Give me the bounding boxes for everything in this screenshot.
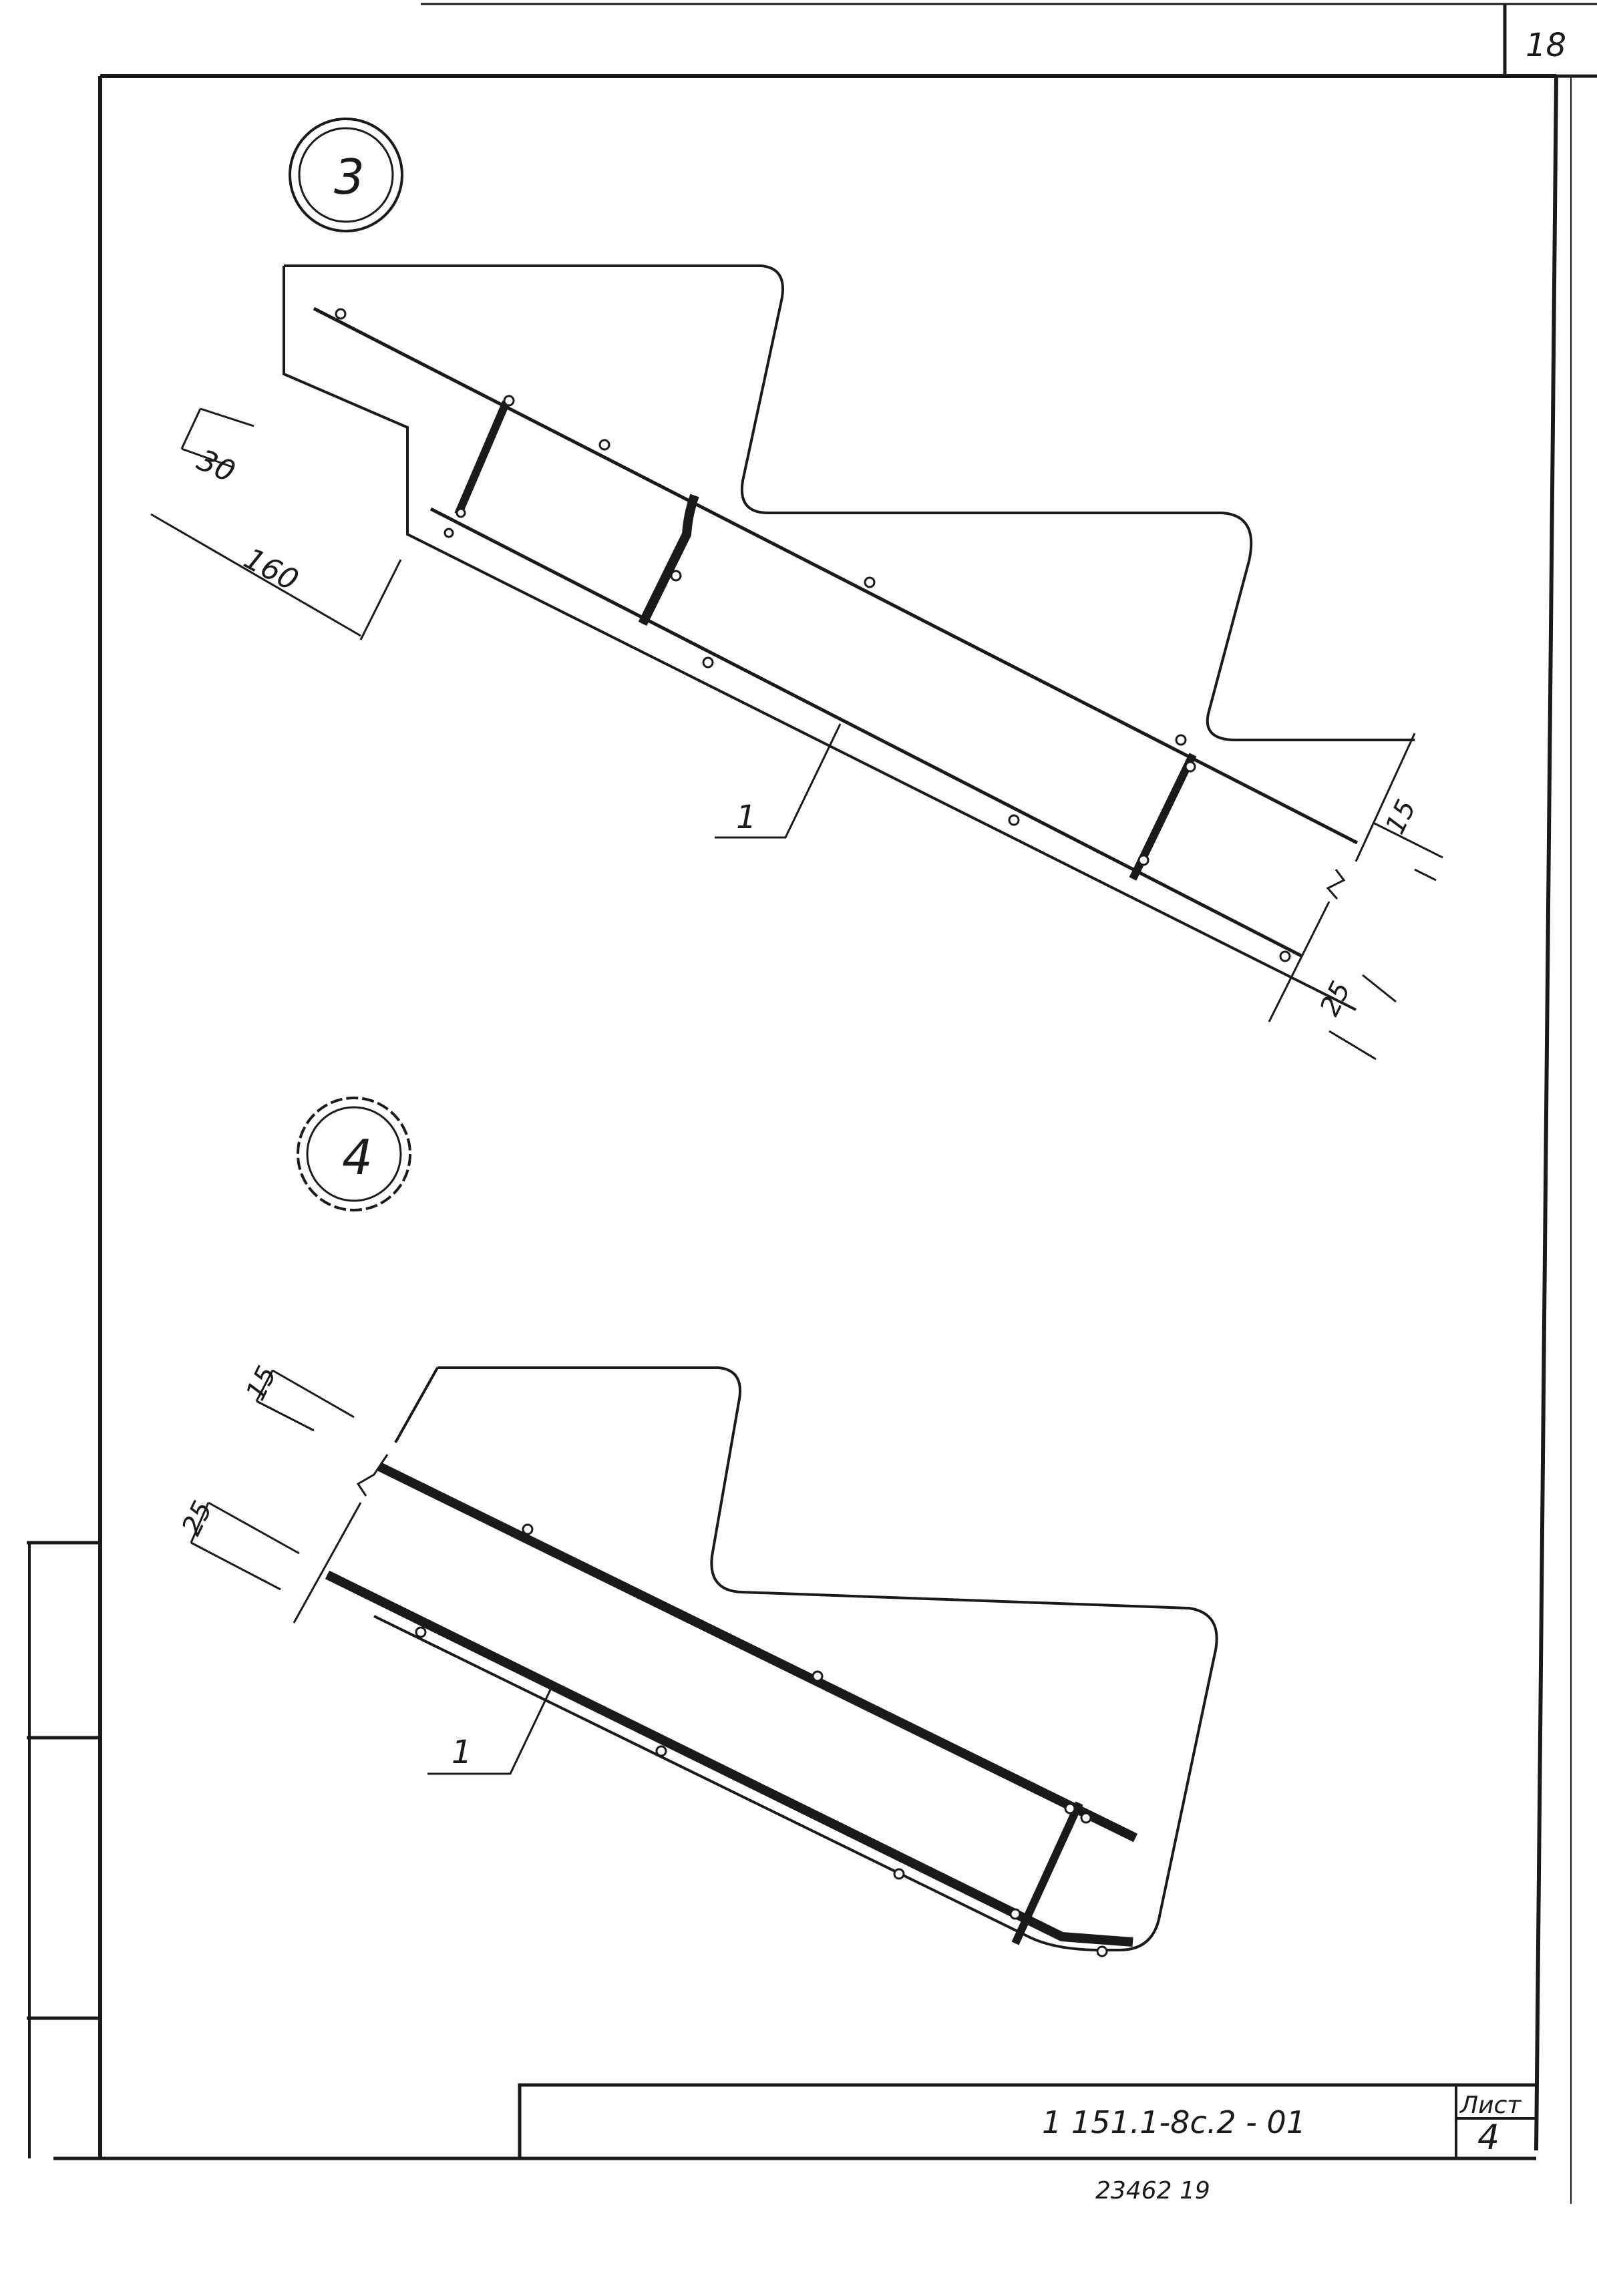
detail-3-marker: 3	[334, 149, 365, 205]
detail-4-marker-outer	[297, 1097, 411, 1211]
detail-3-dim-160: 160	[238, 542, 304, 598]
detail-3-marker-inner	[298, 127, 394, 223]
sheet-label: Лист	[1459, 2092, 1522, 2119]
binding-strip	[27, 1541, 100, 2158]
detail-3-dim-15: 15	[1380, 795, 1423, 839]
detail-4-dim-15: 15	[240, 1361, 283, 1405]
sheet-number: 4	[1477, 2118, 1499, 2158]
detail-4-callout-leader	[427, 1686, 553, 1775]
drawing-code: 1 151.1-8c.2 - 01	[1042, 2104, 1306, 2140]
detail-3-marker-outer	[289, 118, 403, 232]
footer-stamp: 23462 19	[1095, 2177, 1210, 2205]
title-block	[518, 2083, 1536, 2158]
detail-3-dim-25: 25	[1314, 976, 1357, 1020]
detail-4-callout: 1	[452, 1734, 472, 1771]
drawing-frame	[53, 74, 1572, 2204]
detail-3-callout-leader	[715, 723, 842, 839]
detail-3-dim-30: 30	[192, 443, 240, 489]
detail-4-marker: 4	[342, 1129, 373, 1185]
corner-sheet-number: 18	[1526, 27, 1566, 64]
detail-3-stair-outline	[283, 264, 1415, 1011]
detail-3: 3 3	[150, 118, 1443, 1061]
top-edge	[421, 3, 1597, 78]
detail-4-stair-outline	[373, 1366, 1218, 1951]
detail-4-marker-inner	[306, 1106, 402, 1202]
detail-4: 4 15 25 1	[176, 1097, 1218, 1957]
detail-3-callout: 1	[736, 799, 757, 836]
detail-4-bottom-bar	[325, 1570, 1133, 1947]
detail-4-dim-25: 25	[176, 1496, 219, 1540]
